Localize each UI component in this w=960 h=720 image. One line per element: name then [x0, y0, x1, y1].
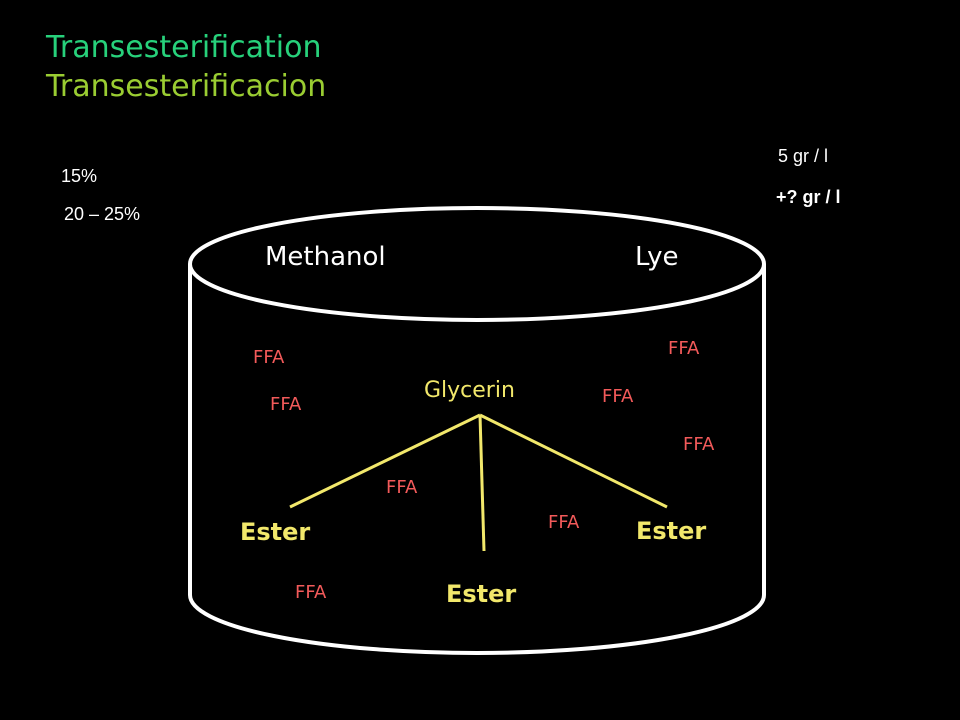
- methanol-label: Methanol: [265, 242, 386, 272]
- ffa-label: FFA: [683, 434, 715, 455]
- ffa-label: FFA: [253, 347, 285, 368]
- ester-left-label: Ester: [240, 518, 311, 546]
- bond-middle: [478, 414, 486, 552]
- ffa-label: FFA: [270, 394, 302, 415]
- ester-middle-label: Ester: [446, 580, 517, 608]
- barrel-body: [188, 264, 766, 655]
- ffa-label: FFA: [295, 582, 327, 603]
- glycerin-label: Glycerin: [424, 378, 515, 403]
- barrel-lid: [188, 206, 766, 322]
- ester-right-label: Ester: [636, 517, 707, 545]
- bond-right: [479, 413, 668, 509]
- methanol-percent-range: 20 – 25%: [64, 204, 141, 224]
- lye-amount-base: 5 gr / l: [778, 146, 829, 166]
- methanol-percent-low: 15%: [61, 166, 98, 186]
- ffa-label: FFA: [602, 386, 634, 407]
- title-english: Transesterification: [46, 30, 322, 65]
- ffa-label: FFA: [668, 338, 700, 359]
- lye-amount-extra: +? gr / l: [776, 187, 841, 207]
- ffa-label: FFA: [548, 512, 580, 533]
- title-spanish: Transesterificacion: [46, 69, 327, 104]
- lye-label: Lye: [635, 242, 679, 272]
- bond-left: [289, 413, 481, 509]
- ffa-label: FFA: [386, 477, 418, 498]
